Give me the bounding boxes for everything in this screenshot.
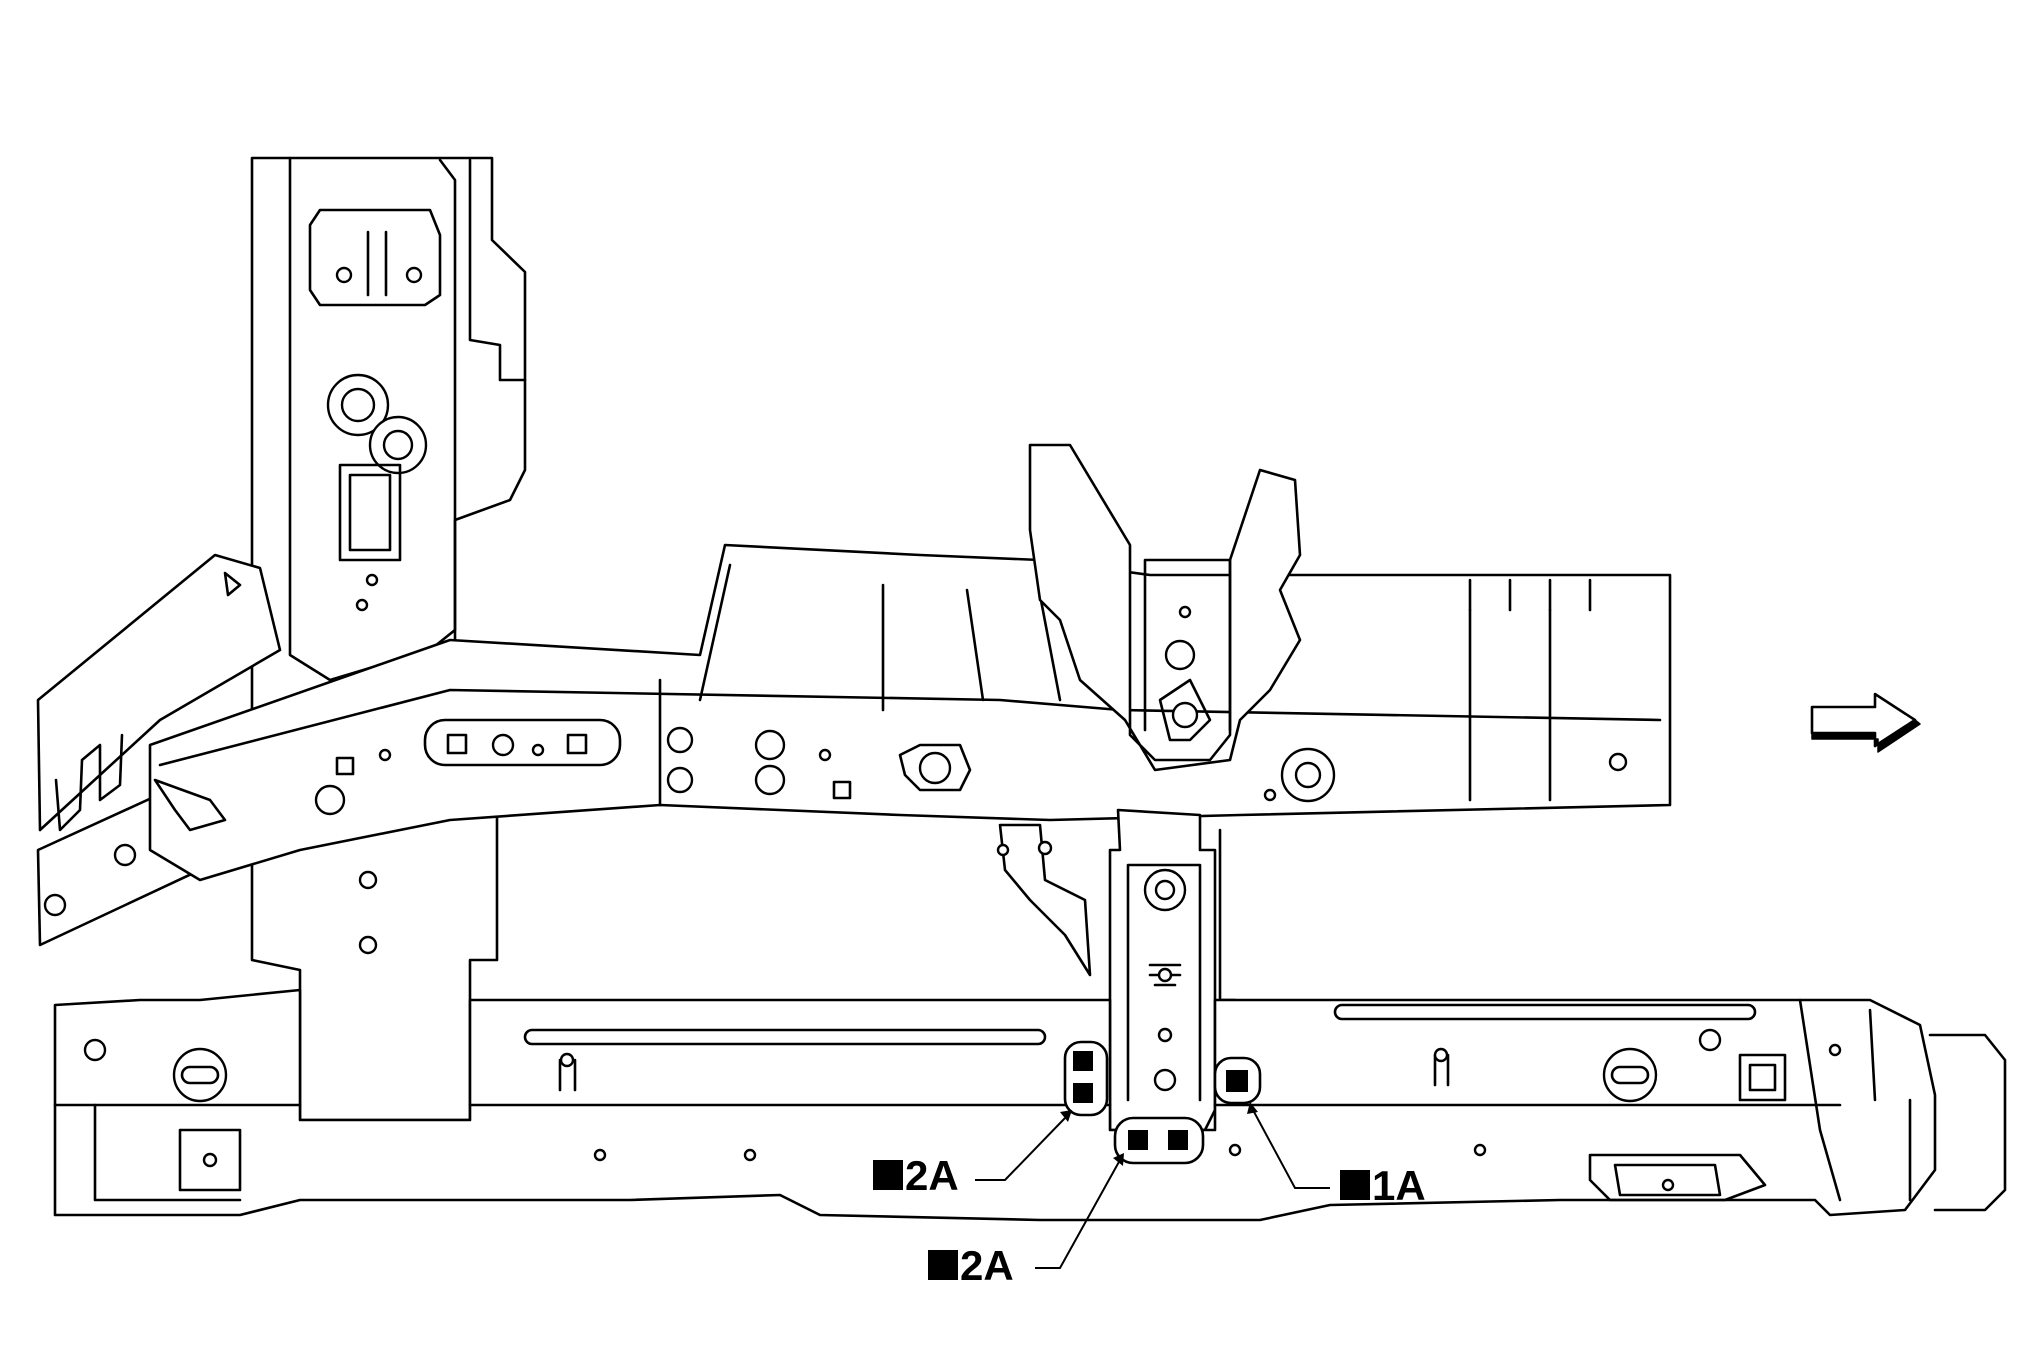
- leader-lines: [975, 1102, 1330, 1269]
- weld-spot-marker-icon: [1340, 1170, 1370, 1200]
- callout-label: 1A: [1372, 1162, 1426, 1209]
- front-direction-arrow-icon: [1810, 692, 1921, 753]
- center-bracket: [1028, 443, 1302, 772]
- callout-1a: 1A: [1340, 1162, 1426, 1209]
- weld-spot-marker-icon: [1073, 1051, 1093, 1071]
- weld-marker-group-a: [1063, 1040, 1109, 1117]
- callout-2a-upper: 2A: [873, 1152, 959, 1199]
- weld-spot-marker-icon: [1073, 1083, 1093, 1103]
- weld-spot-marker-icon: [928, 1250, 958, 1280]
- lower-post: [996, 808, 1257, 1132]
- weld-spot-marker-icon: [1226, 1070, 1248, 1092]
- weld-marker-group-b: [1113, 1116, 1205, 1165]
- weld-spot-marker-icon: [1128, 1130, 1148, 1150]
- weld-spot-marker-icon: [1168, 1130, 1188, 1150]
- weld-spot-marker-icon: [873, 1160, 903, 1190]
- callout-label: 2A: [905, 1152, 959, 1199]
- callout-2a-lower: 2A: [928, 1242, 1014, 1289]
- vertical-pillar: [250, 156, 527, 1122]
- bottom-sill: [53, 988, 2007, 1222]
- callout-label: 2A: [960, 1242, 1014, 1289]
- weld-marker-group-c: [1213, 1056, 1262, 1105]
